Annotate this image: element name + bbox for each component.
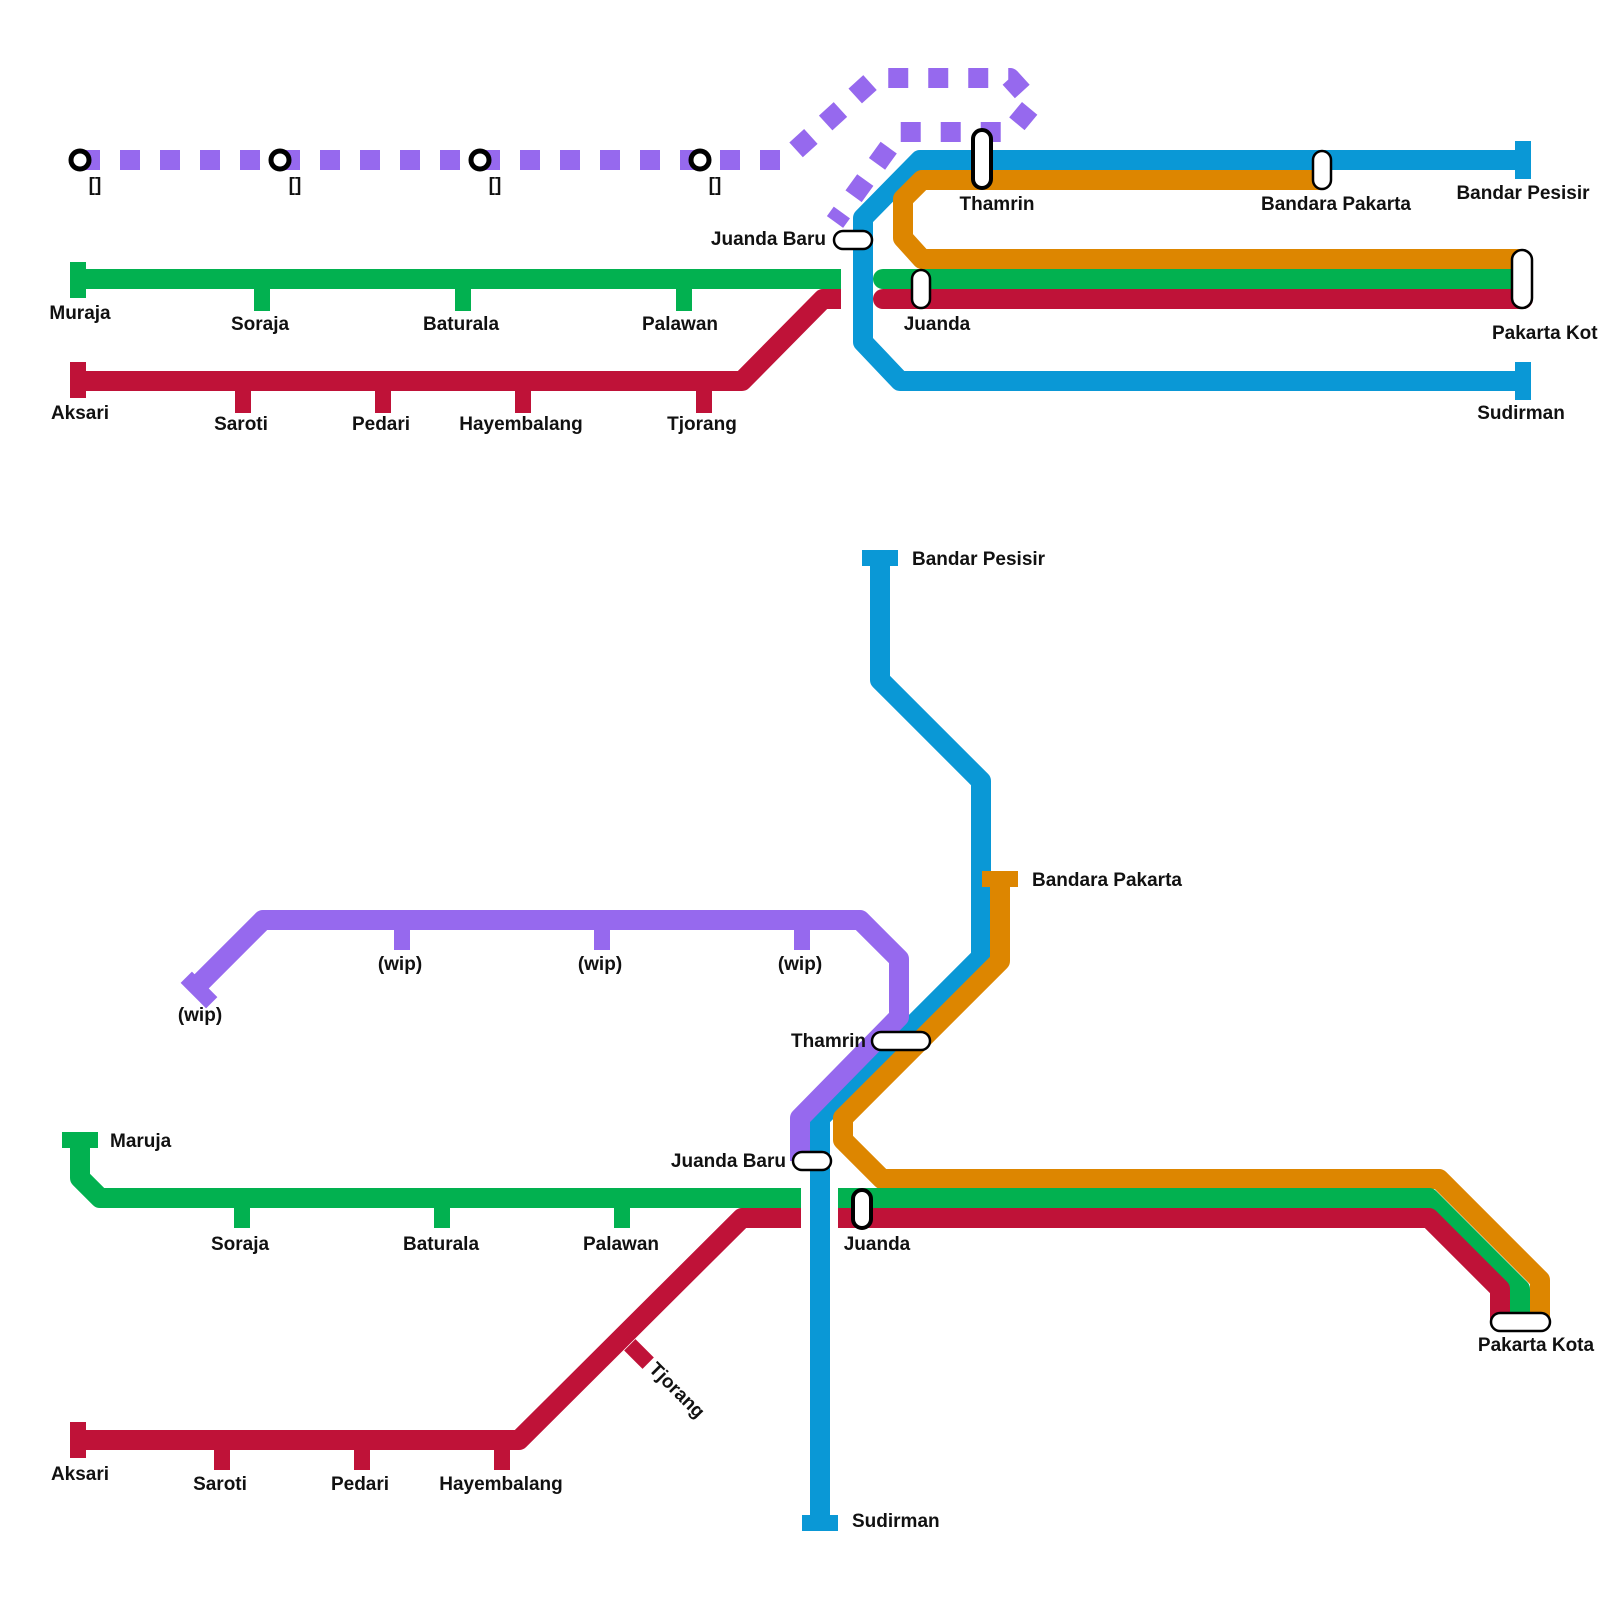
tick-palawan bbox=[614, 1204, 630, 1228]
tick-wip bbox=[594, 926, 610, 950]
top-red-line-west bbox=[78, 289, 841, 391]
station-label-hayembalang: Hayembalang bbox=[439, 1474, 563, 1495]
station-label-aksari: Aksari bbox=[51, 403, 109, 424]
interchange-thamrin[interactable] bbox=[870, 1030, 932, 1052]
interchange-juanda[interactable] bbox=[910, 268, 932, 310]
tick-tjorang bbox=[696, 387, 712, 413]
bottom-orange-line bbox=[833, 877, 1550, 1322]
station-label-maruja: Maruja bbox=[110, 1131, 172, 1152]
tick-saroti bbox=[214, 1446, 230, 1470]
station-label-palawan: Palawan bbox=[583, 1234, 659, 1255]
station-label-juanda: Juanda bbox=[904, 314, 971, 335]
future-station-label: [] bbox=[489, 175, 502, 196]
terminus-aksari bbox=[70, 362, 86, 398]
station-label-juanda: Juanda bbox=[844, 1234, 911, 1255]
station-label-pedari: Pedari bbox=[352, 414, 410, 435]
station-label-aksari: Aksari bbox=[51, 1464, 109, 1485]
station-label-baturala: Baturala bbox=[423, 314, 499, 335]
station-label-pedari: Pedari bbox=[331, 1474, 389, 1495]
interchange-juanda-baru[interactable] bbox=[791, 1150, 833, 1172]
station-label-soraja: Soraja bbox=[211, 1234, 270, 1255]
future-station-marker bbox=[468, 148, 492, 172]
tick-saroti bbox=[235, 387, 251, 413]
tick-wip bbox=[794, 926, 810, 950]
interchange-pakarta-kota[interactable] bbox=[1510, 248, 1534, 310]
station-label-juanda-baru: Juanda Baru bbox=[711, 229, 826, 250]
station-label-saroti: Saroti bbox=[193, 1474, 247, 1495]
map-bottom: Bandar Pesisir Bandara Pakarta (wip) (wi… bbox=[51, 549, 1595, 1532]
tick-hayembalang bbox=[494, 1446, 510, 1470]
bottom-green-line-west bbox=[70, 1140, 801, 1208]
future-station-label: [] bbox=[89, 175, 102, 196]
bottom-purple-line bbox=[192, 910, 909, 1161]
tick-soraja bbox=[254, 285, 270, 311]
station-label-sudirman: Sudirman bbox=[1477, 403, 1565, 424]
station-label-wip: (wip) bbox=[578, 954, 622, 975]
top-orange-line bbox=[893, 170, 1523, 269]
tick-pedari bbox=[375, 387, 391, 413]
interchange-pakarta-kota[interactable] bbox=[1489, 1311, 1552, 1333]
station-label-sudirman: Sudirman bbox=[852, 1511, 940, 1532]
station-label-pakarta-kota: Pakarta Kot bbox=[1492, 323, 1598, 344]
interchange-thamrin[interactable] bbox=[971, 128, 993, 190]
station-label-wip: (wip) bbox=[178, 1005, 222, 1026]
station-label-bandara-pakarta: Bandara Pakarta bbox=[1032, 870, 1182, 891]
bottom-red-line-west bbox=[80, 1208, 801, 1450]
station-label-wip: (wip) bbox=[778, 954, 822, 975]
station-label-tjorang: Tjorang bbox=[667, 414, 737, 435]
tick-wip bbox=[394, 926, 410, 950]
station-label-baturala: Baturala bbox=[403, 1234, 479, 1255]
terminus-maruja bbox=[62, 1132, 98, 1148]
terminus-aksari bbox=[70, 1422, 86, 1458]
bottom-blue-line bbox=[810, 556, 991, 1523]
station-label-soraja: Soraja bbox=[231, 314, 290, 335]
terminus-wip bbox=[180, 971, 218, 1009]
station-label-bandara-pakarta: Bandara Pakarta bbox=[1261, 194, 1411, 215]
future-station-label: [] bbox=[709, 175, 722, 196]
station-label-pakarta-kota: Pakarta Kota bbox=[1478, 1335, 1595, 1356]
terminus-bandar-pesisir bbox=[862, 550, 898, 566]
top-blue-line bbox=[853, 150, 1523, 391]
interchange-juanda-baru[interactable] bbox=[832, 229, 874, 251]
tick-tjorang bbox=[624, 1339, 654, 1369]
interchange-juanda[interactable] bbox=[851, 1188, 873, 1230]
interchange-bandara-pakarta[interactable] bbox=[1311, 149, 1333, 191]
station-label-muraja: Muraja bbox=[49, 303, 111, 324]
station-label-thamrin: Thamrin bbox=[791, 1031, 866, 1052]
future-station-marker bbox=[688, 148, 712, 172]
map-top: Muraja Soraja Baturala Palawan Aksari Sa… bbox=[49, 68, 1598, 435]
terminus-muraja bbox=[70, 262, 86, 298]
station-label-juanda-baru: Juanda Baru bbox=[671, 1151, 786, 1172]
future-station-label: [] bbox=[289, 175, 302, 196]
station-label-hayembalang: Hayembalang bbox=[459, 414, 583, 435]
tick-baturala bbox=[434, 1204, 450, 1228]
tick-palawan bbox=[676, 285, 692, 311]
station-label-wip: (wip) bbox=[378, 954, 422, 975]
tick-hayembalang bbox=[515, 387, 531, 413]
tick-pedari bbox=[354, 1446, 370, 1470]
tick-soraja bbox=[234, 1204, 250, 1228]
future-station-marker bbox=[68, 148, 92, 172]
station-label-bandar-pesisir: Bandar Pesisir bbox=[912, 549, 1046, 570]
station-label-tjorang: Tjorang bbox=[644, 1359, 708, 1423]
station-label-thamrin: Thamrin bbox=[960, 194, 1035, 215]
station-label-saroti: Saroti bbox=[214, 414, 268, 435]
tick-baturala bbox=[455, 285, 471, 311]
station-label-palawan: Palawan bbox=[642, 314, 718, 335]
terminus-sudirman bbox=[1515, 362, 1531, 400]
terminus-bandar-pesisir bbox=[1515, 141, 1531, 179]
bottom-green-line-east bbox=[838, 1188, 1530, 1322]
station-label-bandar-pesisir: Bandar Pesisir bbox=[1456, 183, 1590, 204]
bottom-red-line-east bbox=[838, 1208, 1510, 1322]
terminus-sudirman bbox=[802, 1515, 838, 1531]
terminus-bandara-pakarta bbox=[982, 871, 1018, 887]
future-station-marker bbox=[268, 148, 292, 172]
